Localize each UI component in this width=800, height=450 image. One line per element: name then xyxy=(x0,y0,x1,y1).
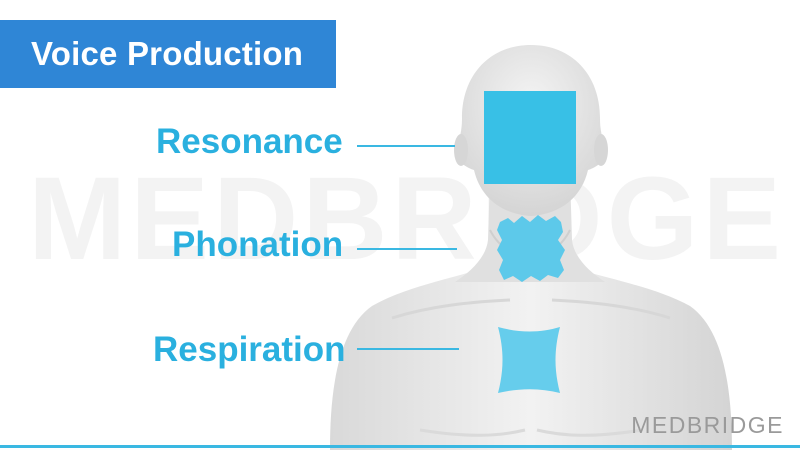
title-banner: Voice Production xyxy=(0,20,336,88)
resonance-leader-line xyxy=(357,145,455,147)
respiration-leader-line xyxy=(357,348,459,350)
phonation-region xyxy=(497,215,565,282)
phonation-label: Phonation xyxy=(172,225,344,264)
bottom-accent-line xyxy=(0,445,800,448)
respiration-region xyxy=(498,327,560,393)
phonation-leader-line xyxy=(357,248,457,250)
brand-watermark: MEDBRIDGE xyxy=(28,153,786,285)
respiration-label: Respiration xyxy=(153,330,346,369)
slide-title: Voice Production xyxy=(31,35,304,72)
resonance-label: Resonance xyxy=(156,122,343,161)
resonance-region xyxy=(484,91,576,184)
medbridge-logo: MEDBRIDGE xyxy=(631,412,784,438)
